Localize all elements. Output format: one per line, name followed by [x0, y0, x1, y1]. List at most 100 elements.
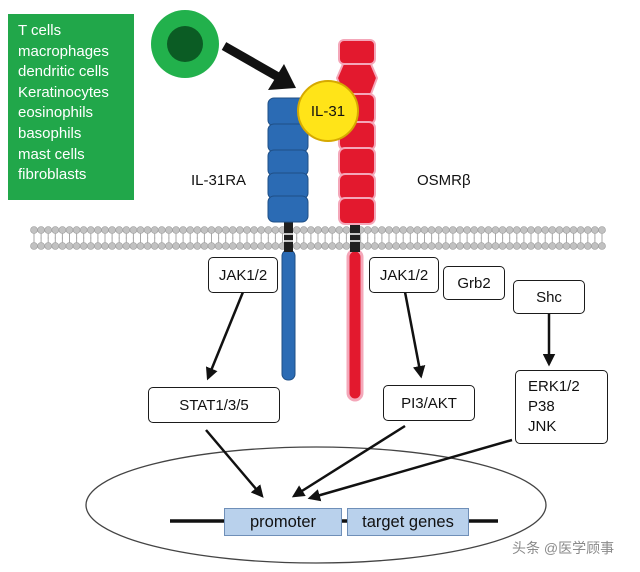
cell-nucleus — [167, 26, 203, 62]
osmr-beta-label: OSMRβ — [417, 172, 471, 189]
mapk-jnk: JNK — [528, 418, 557, 435]
il31ra-receptor — [267, 97, 309, 381]
lipid-head — [65, 242, 74, 250]
osmr-domain — [338, 173, 376, 201]
lipid-head — [505, 226, 514, 234]
arrow-pi3k-to-promoter — [291, 424, 406, 498]
il31ra-domain — [267, 172, 309, 200]
lipid-head — [406, 242, 415, 250]
lipid-head — [378, 242, 386, 250]
il31ra-domain — [267, 195, 309, 223]
lipid-head — [569, 226, 578, 234]
lipid-head — [363, 242, 372, 250]
lipid-head — [321, 242, 329, 250]
lipid-head — [420, 226, 429, 234]
lipid-head — [122, 242, 131, 250]
lipid-head — [236, 242, 244, 250]
cell-type: dendritic cells — [18, 63, 109, 81]
lipid-head — [37, 242, 45, 250]
lipid-head — [115, 242, 123, 250]
watermark: 头条 @医学顾事 — [512, 540, 615, 556]
lipid-head — [108, 226, 116, 234]
lipid-head — [221, 242, 230, 250]
lipid-head — [335, 226, 344, 234]
lipid-head — [385, 242, 393, 250]
lipid-head — [122, 226, 131, 234]
lipid-head — [37, 226, 45, 234]
lipid-head — [79, 242, 88, 250]
cell-type: macrophages — [18, 42, 109, 60]
lipid-head — [392, 242, 400, 250]
lipid-head — [342, 226, 351, 234]
lipid-head — [94, 226, 102, 234]
lipid-head — [562, 242, 571, 250]
lipid-head — [207, 226, 216, 234]
lipid-head — [271, 242, 280, 250]
lipid-head — [441, 226, 450, 234]
lipid-head — [548, 226, 557, 234]
lipid-head — [484, 226, 493, 234]
lipid-head — [179, 242, 187, 250]
lipid-head — [449, 242, 457, 250]
arrow-jak-to-pi3k — [403, 291, 426, 379]
lipid-head — [534, 226, 542, 234]
lipid-head — [335, 242, 344, 250]
lipid-head — [591, 226, 599, 234]
lipid-head — [172, 242, 180, 250]
lipid-head — [399, 242, 408, 250]
lipid-head — [385, 226, 393, 234]
lipid-head — [271, 226, 280, 234]
cell-membrane — [30, 226, 606, 250]
lipid-head — [200, 226, 209, 234]
lipid-head — [229, 242, 237, 250]
lipid-head — [413, 226, 422, 234]
osmr-domain — [338, 39, 376, 65]
lipid-head — [143, 226, 152, 234]
lipid-head — [314, 242, 322, 250]
lipid-head — [449, 226, 457, 234]
lipid-head — [427, 226, 436, 234]
secretion-arrowhead — [268, 64, 296, 90]
lipid-head — [143, 242, 152, 250]
lipid-head — [512, 242, 521, 250]
lipid-head — [498, 242, 507, 250]
lipid-head — [520, 226, 528, 234]
lipid-head — [30, 242, 38, 250]
lipid-head — [158, 242, 166, 250]
lipid-head — [527, 226, 535, 234]
il31ra-transmembrane — [284, 222, 293, 252]
lipid-head — [292, 226, 301, 234]
lipid-head — [392, 226, 400, 234]
lipid-head — [101, 226, 109, 234]
secreting-cell — [151, 10, 219, 78]
lipid-head — [243, 226, 251, 234]
il31ra-label: IL-31RA — [191, 172, 247, 189]
lipid-head — [463, 242, 471, 250]
il31-ligand-label: IL-31 — [310, 102, 346, 120]
lipid-head — [243, 242, 251, 250]
cell-type: eosinophils — [18, 104, 94, 122]
lipid-head — [257, 226, 266, 234]
lipid-head — [221, 226, 230, 234]
lipid-head — [484, 242, 493, 250]
lipid-head — [541, 242, 550, 250]
lipid-head — [555, 242, 564, 250]
lipid-head — [562, 226, 571, 234]
lipid-head — [470, 242, 479, 250]
osmr-transmembrane — [350, 222, 360, 252]
mapk-box: ERK1/2 P38 JNK — [515, 370, 608, 444]
lipid-head — [548, 242, 557, 250]
nucleus — [85, 446, 547, 564]
arrow-stat-to-promoter — [205, 429, 264, 498]
lipid-head — [129, 242, 138, 250]
target-genes-box: target genes — [347, 508, 469, 536]
lipid-head — [328, 242, 337, 250]
promoter-box: promoter — [224, 508, 342, 536]
mapk-p38: P38 — [528, 398, 555, 415]
osmr-intracellular-tail — [346, 248, 364, 402]
lipid-head — [193, 226, 202, 234]
lipid-head — [456, 226, 464, 234]
lipid-head — [44, 226, 53, 234]
lipid-head — [498, 226, 507, 234]
lipid-head — [51, 242, 60, 250]
